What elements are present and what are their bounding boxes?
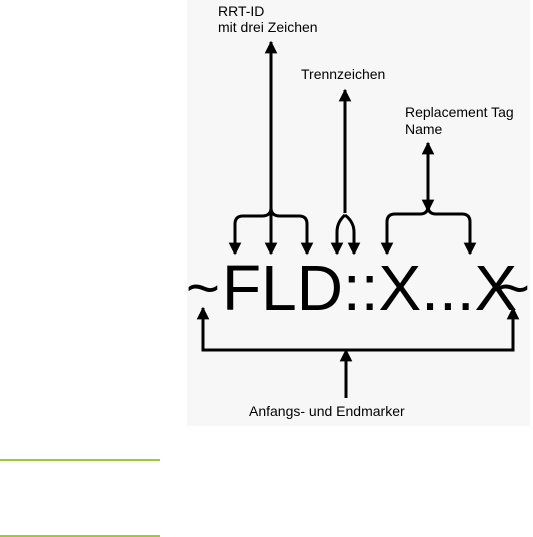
top-divider: [0, 459, 160, 461]
rrt-id-label: RRT-ID: [218, 3, 264, 19]
replacement-tag-label: Replacement Tag: [405, 104, 514, 120]
diagram-panel: [187, 0, 530, 426]
rrt-id-bracket-left: [233, 207, 273, 247]
markers-label: Anfangs- und Endmarker: [249, 403, 405, 419]
arrow-to-colon-1: [330, 213, 347, 256]
arrow-to-colon-2: [344, 213, 361, 256]
replacement-bracket-right: [426, 205, 472, 247]
rrt-id-bracket-right: [269, 207, 309, 247]
separator-label: Trennzeichen: [301, 66, 385, 82]
rrt-id-label-line2: mit drei Zeichen: [218, 19, 318, 35]
replacement-tag-label-line2: Name: [405, 121, 443, 137]
replacement-bracket-left: [385, 205, 430, 247]
field-code-text: FLD::X...X: [222, 252, 517, 324]
